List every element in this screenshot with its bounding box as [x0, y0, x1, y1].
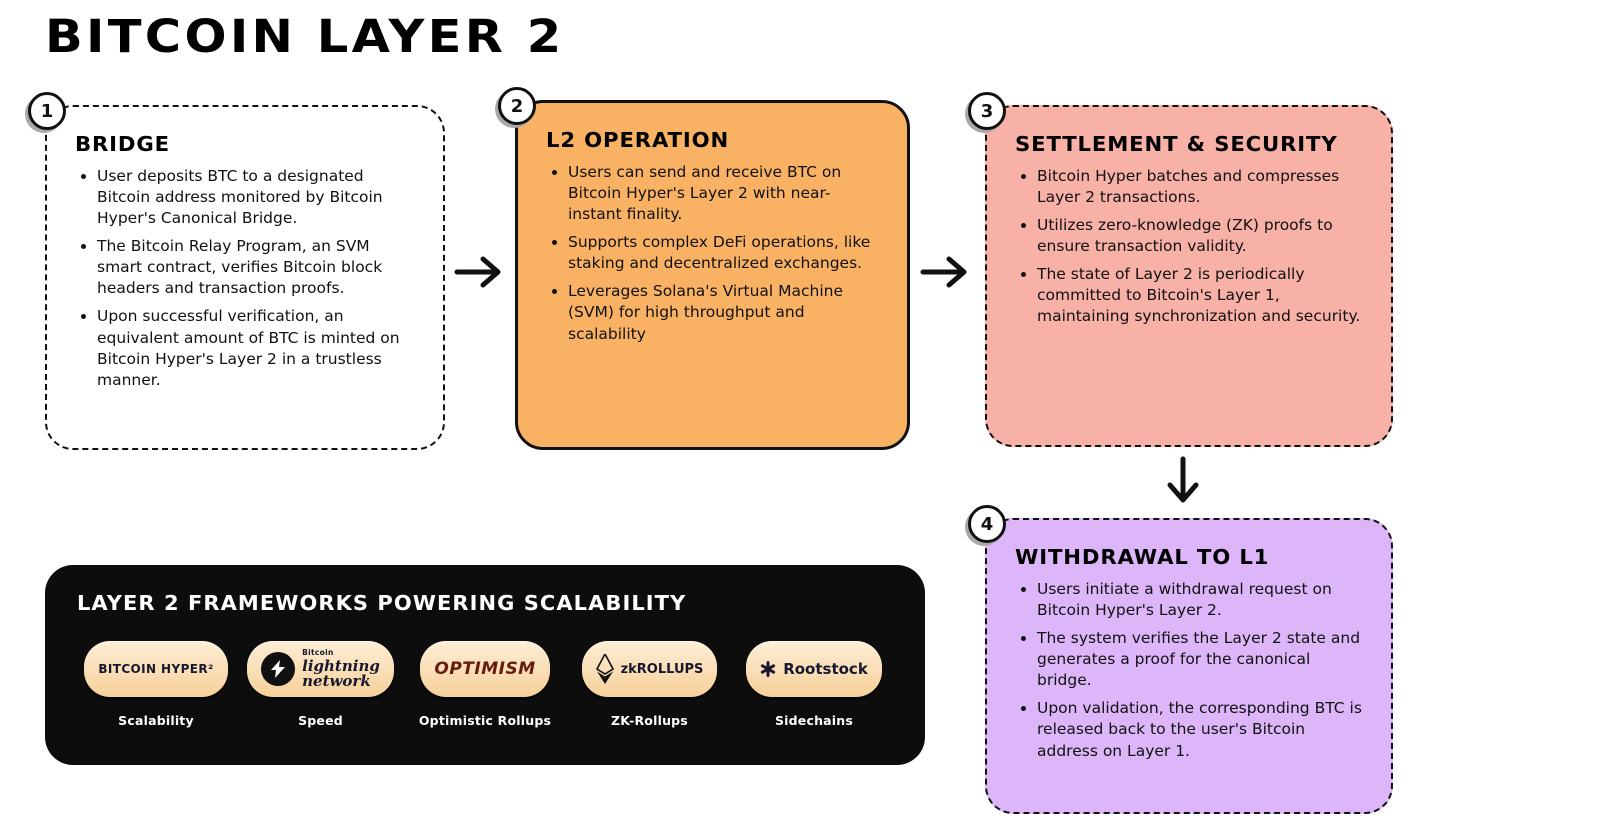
bitcoin-hyper-logo: BITCOIN HYPER² [84, 641, 228, 697]
frameworks-row: BITCOIN HYPER² Scalability Bitcoin light… [77, 641, 893, 728]
framework-bitcoin-hyper: BITCOIN HYPER² Scalability [77, 641, 235, 728]
card-withdrawal: WITHDRAWAL TO L1 Users initiate a withdr… [985, 518, 1393, 814]
lightning-line-2: network [302, 671, 371, 690]
optimism-logo: OPTIMISM [420, 641, 550, 697]
arrow-down-icon [1163, 456, 1203, 510]
lightning-network-logo: Bitcoin lightning network [247, 641, 394, 697]
rootstock-logo-text: Rootstock [783, 660, 868, 678]
card-withdrawal-bullets: Users initiate a withdrawal request on B… [1015, 579, 1363, 762]
framework-optimism: OPTIMISM Optimistic Rollups [406, 641, 564, 728]
bullet-item: The state of Layer 2 is periodically com… [1037, 264, 1363, 327]
card-withdrawal-title: WITHDRAWAL TO L1 [1015, 545, 1270, 569]
step-2-badge: 2 [498, 87, 536, 125]
framework-lightning-network: Bitcoin lightning network Speed [242, 641, 400, 728]
zk-rollups-logo-text: zkROLLUPS [620, 661, 704, 677]
bullet-item: Upon successful verification, an equival… [97, 306, 415, 390]
rootstock-logo: Rootstock [746, 641, 882, 697]
bullet-item: Users initiate a withdrawal request on B… [1037, 579, 1363, 621]
bullet-item: Supports complex DeFi operations, like s… [568, 232, 879, 274]
card-settlement-security-bullets: Bitcoin Hyper batches and compresses Lay… [1015, 166, 1363, 328]
bullet-item: The system verifies the Layer 2 state an… [1037, 628, 1363, 691]
page-title: BITCOIN LAYER 2 [45, 10, 565, 63]
step-3-badge: 3 [968, 92, 1006, 130]
lightning-brand-top: Bitcoin [302, 648, 334, 658]
bitcoin-hyper-logo-text: BITCOIN HYPER² [98, 662, 214, 676]
frameworks-panel: LAYER 2 FRAMEWORKS POWERING SCALABILITY … [45, 565, 925, 765]
framework-label-optimistic-rollups: Optimistic Rollups [418, 713, 552, 728]
frameworks-panel-title: LAYER 2 FRAMEWORKS POWERING SCALABILITY [77, 591, 687, 615]
lightning-bolt-icon [261, 652, 296, 686]
step-1-badge: 1 [28, 92, 66, 130]
framework-label-zk-rollups: ZK-Rollups [611, 713, 688, 728]
framework-label-speed: Speed [298, 713, 343, 728]
card-settlement-security-title: SETTLEMENT & SECURITY [1015, 132, 1338, 156]
ethereum-icon [595, 654, 614, 684]
card-settlement-security: SETTLEMENT & SECURITY Bitcoin Hyper batc… [985, 105, 1393, 447]
step-4-badge: 4 [968, 505, 1006, 543]
card-bridge: BRIDGE User deposits BTC to a designated… [45, 105, 445, 450]
bullet-item: Utilizes zero-knowledge (ZK) proofs to e… [1037, 215, 1363, 257]
bullet-item: The Bitcoin Relay Program, an SVM smart … [97, 236, 415, 299]
card-bridge-bullets: User deposits BTC to a designated Bitcoi… [75, 166, 415, 391]
lightning-network-logo-text: Bitcoin lightning network [302, 649, 380, 689]
card-bridge-title: BRIDGE [75, 132, 170, 156]
framework-label-sidechains: Sidechains [774, 713, 854, 728]
zk-rollups-logo: zkROLLUPS [581, 641, 718, 697]
card-l2-operation: L2 OPERATION Users can send and receive … [515, 100, 910, 450]
card-l2-operation-title: L2 OPERATION [546, 128, 730, 152]
bullet-item: User deposits BTC to a designated Bitcoi… [97, 166, 415, 229]
framework-label-scalability: Scalability [118, 713, 194, 728]
framework-zk-rollups: zkROLLUPS ZK-Rollups [571, 641, 729, 728]
bullet-item: Users can send and receive BTC on Bitcoi… [568, 162, 879, 225]
optimism-logo-text: OPTIMISM [434, 659, 536, 679]
rootstock-flower-icon [760, 661, 776, 677]
bullet-item: Upon validation, the corresponding BTC i… [1037, 698, 1363, 761]
arrow-right-icon [920, 252, 972, 292]
bullet-item: Bitcoin Hyper batches and compresses Lay… [1037, 166, 1363, 208]
framework-rootstock: Rootstock Sidechains [735, 641, 893, 728]
bullet-item: Leverages Solana's Virtual Machine (SVM)… [568, 281, 879, 344]
card-l2-operation-bullets: Users can send and receive BTC on Bitcoi… [546, 162, 879, 345]
arrow-right-icon [454, 252, 506, 292]
lightning-line-1: lightning [302, 656, 380, 675]
